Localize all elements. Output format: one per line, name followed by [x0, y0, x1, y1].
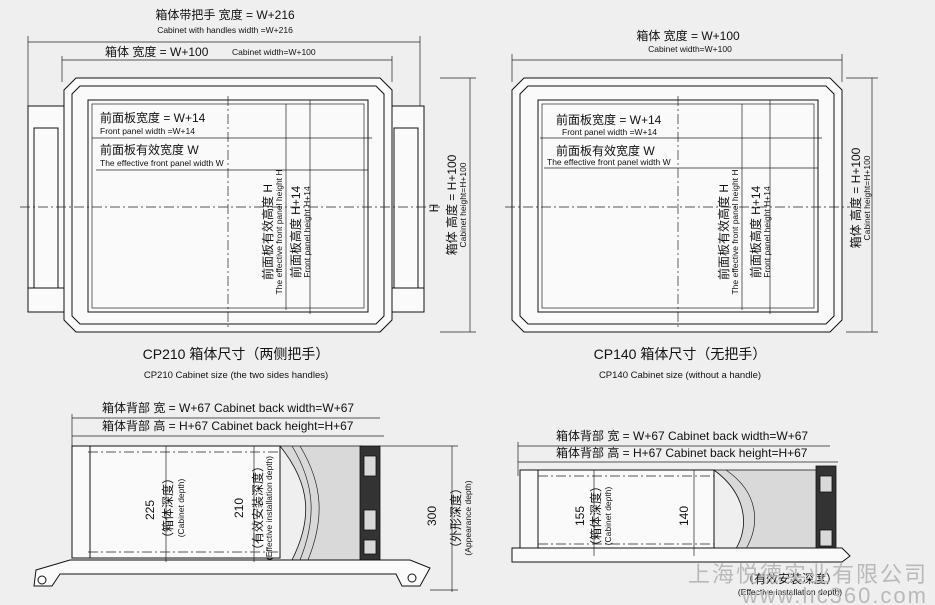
cp140-front-panel-height-en: Front panel height H+14 [762, 186, 772, 278]
cp210-effective-height-cn: 前面板有效高度 H [260, 184, 275, 280]
cp140-cabinet-width-en: Cabinet width=W+100 [648, 44, 732, 54]
cp210-install-value: 210 [232, 498, 246, 518]
cp140-install-value: 140 [677, 506, 691, 526]
cp210-front-view: 箱体带把手 宽度 = W+216 Cabinet with handles wi… [20, 7, 476, 381]
cp140-cabinet-height-en: Cabinet height=H+100 [862, 155, 872, 240]
cp210-back-width: 箱体背部 宽 = W+67 Cabinet back width=W+67 [102, 400, 354, 415]
cp140-depth-cn: （箱体深度） [588, 480, 603, 552]
cp210-handles-width-cn: 箱体带把手 宽度 = W+216 [155, 7, 295, 22]
cp140-depth-en: (Cabinet depth) [603, 487, 613, 546]
cp210-subtitle: CP210 Cabinet size (the two sides handle… [144, 370, 328, 381]
cp140-back-width: 箱体背部 宽 = W+67 Cabinet back width=W+67 [556, 428, 808, 443]
cp140-effective-width-cn: 前面板有效宽度 W [556, 143, 655, 158]
watermark: 上海悦德实业有限公司 www.hc360.com [688, 562, 928, 605]
cp140-front-panel-height-cn: 前面板高度 H+14 [748, 185, 763, 278]
cp210-depth-en: (Cabinet depth) [176, 479, 186, 538]
cp210-appearance-value: 300 [425, 506, 439, 526]
cp210-front-panel-height-cn: 前面板高度 H+14 [288, 185, 303, 278]
cp140-install-en: (Effective installation depth) [738, 587, 842, 597]
watermark-site: www.hc360.com [741, 583, 928, 605]
cp140-effective-height-cn: 前面板有效高度 H [716, 184, 731, 280]
cp140-back-height: 箱体背部 高 = H+67 Cabinet back height=H+67 [556, 445, 808, 460]
cp140-install-cn: （有效安装深度） [742, 571, 838, 586]
cp140-front-panel-width-cn: 前面板宽度 = W+14 [556, 112, 662, 127]
cp210-title: CP210 箱体尺寸（两侧把手） [143, 346, 330, 362]
cp210-install-cn: （有效安装深度） [250, 460, 265, 556]
cp140-depth-value: 155 [573, 506, 587, 526]
cp140-title: CP140 箱体尺寸（无把手） [594, 346, 767, 362]
cp140-subtitle: CP140 Cabinet size (without a handle) [599, 370, 761, 381]
cp140-cabinet-height-cn: 箱体 高度 = H+100 [848, 147, 863, 248]
cp140-effective-height-en: The effective front panel height H [730, 169, 740, 294]
cp210-depth-cn: （箱体深度） [160, 472, 175, 544]
cp210-effective-width-en: The effective front panel width W [100, 158, 224, 168]
cp210-side-view: 箱体背部 宽 = W+67 Cabinet back width=W+67 箱体… [33, 400, 473, 592]
cp210-effective-width-cn: 前面板有效宽度 W [100, 142, 199, 157]
cp210-cabinet-width-en: Cabinet width=W+100 [232, 47, 316, 57]
cp210-handles-width-en: Cabinet with handles width =W+216 [157, 25, 293, 35]
cp140-cabinet-width-cn: 箱体 宽度 = W+100 [636, 28, 740, 43]
cp210-h-label: H [427, 204, 441, 213]
cp140-front-view: 箱体 宽度 = W+100 Cabinet width=W+100 前面板宽度 … [505, 28, 878, 381]
cp210-front-panel-width-cn: 前面板宽度 = W+14 [100, 110, 206, 125]
cp210-front-panel-width-en: Front panel width =W+14 [100, 126, 195, 136]
cp140-front-panel-width-en: Front panel width =W+14 [562, 127, 657, 137]
cp140-effective-width-en: The effective front panel width W [547, 157, 671, 167]
cp210-cabinet-width-cn: 箱体 宽度 = W+100 [105, 44, 209, 59]
cp210-appearance-en: (Appearance depth) [463, 480, 473, 555]
cp210-effective-height-en: The effective front panel height H [274, 169, 284, 294]
cp210-appearance-cn: （外形深度） [448, 482, 463, 554]
cp210-cabinet-height-en: Cabinet height=H+100 [458, 162, 468, 247]
cp210-depth-value: 225 [143, 500, 157, 520]
cp210-install-en: (Effective installation depth) [264, 456, 274, 560]
cp210-front-panel-height-en: Front panel height H+14 [302, 186, 312, 278]
cp140-side-view: 箱体背部 宽 = W+67 Cabinet back width=W+67 箱体… [511, 428, 851, 597]
cp210-back-height: 箱体背部 高 = H+67 Cabinet back height=H+67 [102, 418, 354, 433]
watermark-company: 上海悦德实业有限公司 [688, 562, 928, 587]
cp210-cabinet-height-cn: 箱体 高度 = H+100 [444, 154, 459, 255]
